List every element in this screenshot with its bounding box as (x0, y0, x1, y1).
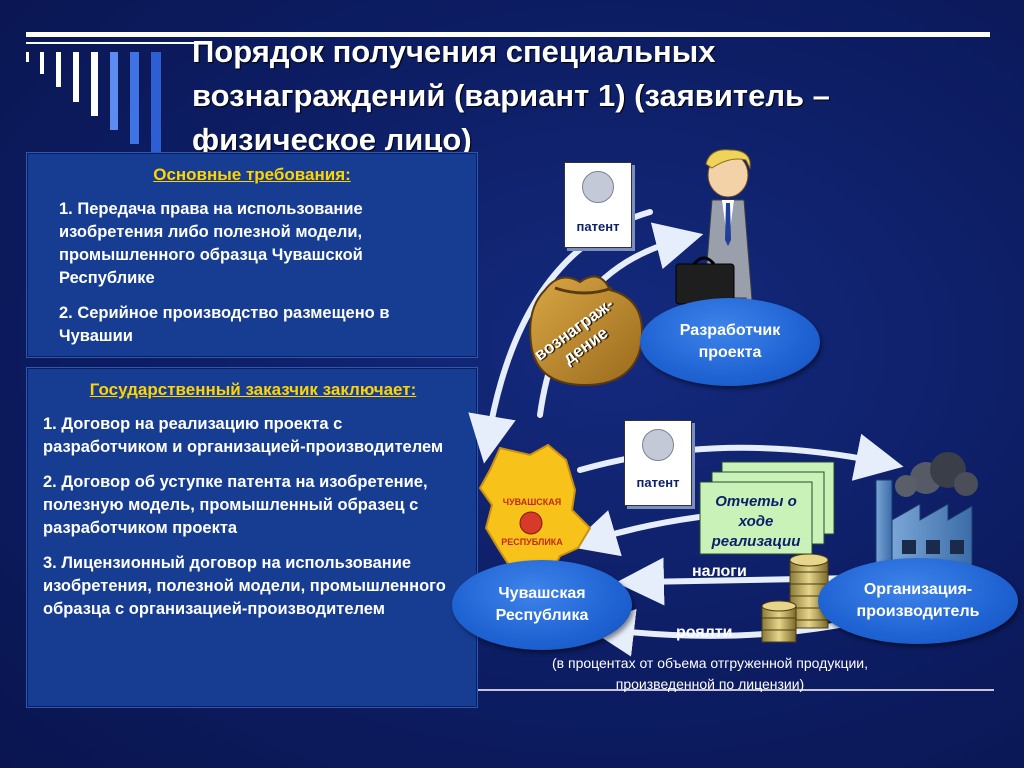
contract-item: 1. Договор на реализацию проекта с разра… (43, 415, 444, 456)
developer-node: Разработчик проекта (640, 298, 820, 386)
reports-label: Отчеты о ходе реализации (711, 493, 801, 550)
customer-box: Государственный заказчик заключает: 1. Д… (26, 367, 478, 708)
money-bag-icon (529, 275, 643, 387)
requirements-box: Основные требования: 1. Передача права н… (26, 152, 478, 358)
republic-node: Чувашская Республика (452, 560, 632, 650)
republic-label: Чувашская Республика (495, 585, 589, 624)
contract-item: 3. Лицензионный договор на использование… (43, 554, 446, 618)
coin-stack-icon (761, 553, 829, 643)
top-rule-thin (26, 42, 196, 44)
patent-document-middle: патент (624, 420, 692, 506)
customer-header: Государственный заказчик заключает: (89, 380, 417, 399)
royalty-note: (в процентах от объема отгруженной проду… (552, 655, 868, 692)
emblem-icon (582, 171, 614, 203)
requirement-item: 1. Передача права на использование изобр… (59, 200, 363, 287)
producer-label: Организация-производитель (856, 581, 980, 620)
requirement-item: 2. Серийное производство размещено в Чув… (59, 304, 390, 345)
royalty-label: роялти (676, 624, 733, 641)
requirements-header: Основные требования: (153, 165, 351, 184)
map-icon (478, 443, 592, 582)
top-rule (26, 32, 990, 37)
taxes-label: налоги (692, 563, 747, 580)
contract-item: 2. Договор об уступке патента на изобрет… (43, 473, 428, 537)
page-title: Порядок получения специальных вознагражд… (192, 34, 830, 157)
arrow-republic-to-producer (577, 433, 904, 481)
map-label-top: ЧУВАШСКАЯ (502, 497, 562, 507)
producer-node: Организация-производитель (818, 558, 1018, 644)
developer-label: Разработчик проекта (679, 322, 781, 361)
reports-stack (699, 461, 835, 555)
emblem-icon (642, 429, 674, 461)
map-label-bottom: РЕСПУБЛИКА (501, 537, 563, 547)
patent-document-top: патент (564, 162, 632, 248)
patent-label-top: патент (576, 219, 620, 234)
person-with-briefcase-icon (675, 149, 753, 337)
patent-label-middle: патент (636, 475, 680, 490)
